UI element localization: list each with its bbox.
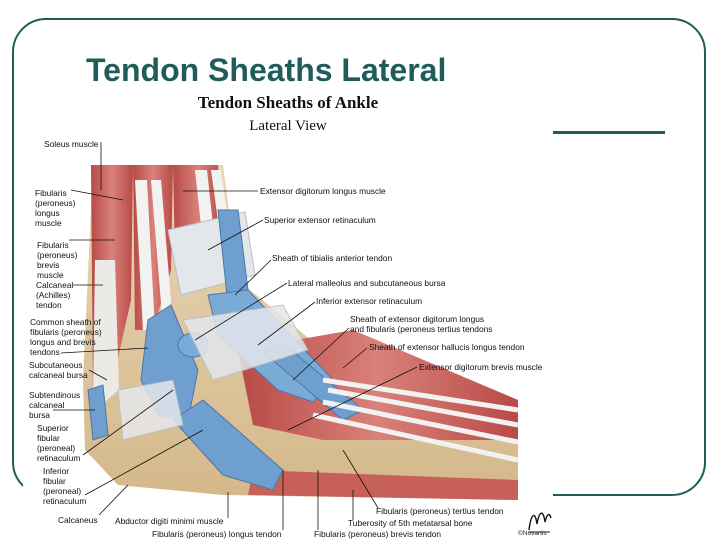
label-calcaneal-tendon: Calcaneal (Achilles) tendon <box>36 280 74 310</box>
label-sheath-extensor-hallucis: Sheath of extensor hallucis longus tendo… <box>369 342 525 352</box>
anatomy-plate: Tendon Sheaths of Ankle Lateral View Sol… <box>23 90 553 540</box>
label-subtendinous-calcaneal-bursa: Subtendinous calcaneal bursa <box>29 390 81 420</box>
label-fibularis-brevis-tendon: Fibularis (peroneus) brevis tendon <box>314 529 442 539</box>
label-tuberosity-5th-metatarsal: Tuberosity of 5th metatarsal bone <box>348 518 473 528</box>
label-fibularis-longus-tendon: Fibularis (peroneus) longus tendon <box>152 529 282 539</box>
label-lateral-malleolus-bursa: Lateral malleolus and subcutaneous bursa <box>288 278 446 288</box>
label-fibularis-longus-muscle: Fibularis (peroneus) longus muscle <box>35 188 76 228</box>
calcaneal-bursa-shape <box>87 384 109 441</box>
label-superior-extensor-retinaculum: Superior extensor retinaculum <box>264 215 376 225</box>
label-fibularis-brevis-muscle: Fibularis (peroneus) brevis muscle <box>37 240 78 280</box>
ankle-illustration <box>53 142 519 530</box>
label-superior-fibular-retinaculum: Superior fibular (peroneal) retinaculum <box>37 423 81 463</box>
label-inferior-fibular-retinaculum: Inferior fibular (peroneal) retinaculum <box>43 466 87 506</box>
label-sheath-extensor-digitorum: Sheath of extensor digitorum longus and … <box>350 314 493 334</box>
abductor-shape <box>248 470 518 500</box>
copyright-credit: ©Novartis <box>518 530 547 537</box>
fibularis-longus-sheath-shape <box>172 399 284 491</box>
label-calcaneus: Calcaneus <box>58 515 98 525</box>
artist-signature-icon <box>528 512 552 533</box>
slide-title: Tendon Sheaths Lateral <box>86 52 447 88</box>
label-common-fibular-sheath: Common sheath of fibularis (peroneus) lo… <box>30 317 102 357</box>
label-extensor-digitorum-brevis: Extensor digitorum brevis muscle <box>419 362 543 372</box>
label-extensor-digitorum-longus-muscle: Extensor digitorum longus muscle <box>260 186 386 196</box>
label-abductor-digiti-minimi: Abductor digiti minimi muscle <box>115 516 224 526</box>
label-subcutaneous-calcaneal-bursa: Subcutaneous calcaneal bursa <box>29 360 88 380</box>
plate-subtitle: Lateral View <box>249 118 327 134</box>
label-fibularis-tertius-tendon: Fibularis (peroneus) tertius tendon <box>376 506 504 516</box>
label-soleus-muscle: Soleus muscle <box>44 139 99 149</box>
inferior-retinaculum-shape <box>182 304 309 381</box>
label-inferior-extensor-retinaculum: Inferior extensor retinaculum <box>316 296 423 306</box>
title-accent-rule <box>551 131 665 134</box>
achilles-tendon-shape <box>93 260 119 405</box>
label-sheath-tibialis-anterior: Sheath of tibialis anterior tendon <box>272 253 393 263</box>
plate-title: Tendon Sheaths of Ankle <box>197 93 379 112</box>
